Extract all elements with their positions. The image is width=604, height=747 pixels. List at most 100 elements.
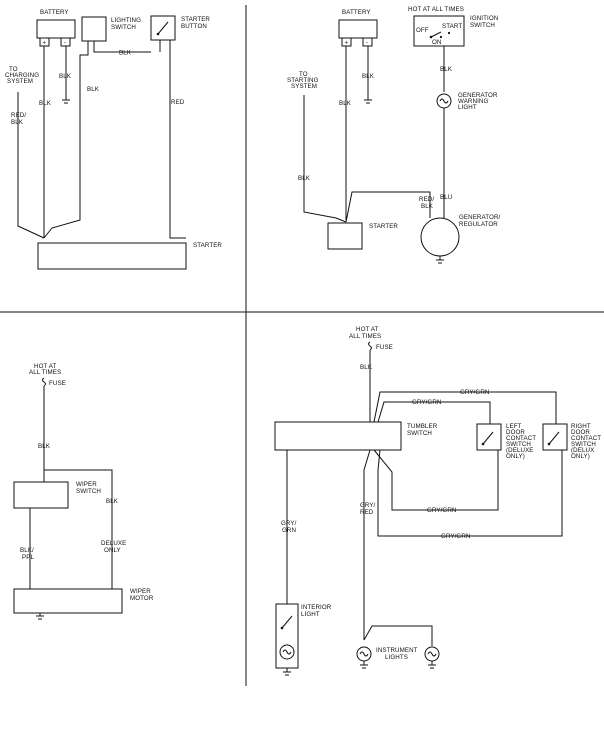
wire-label-blk-start: BLK <box>298 175 311 182</box>
wire-label-blk-wiper-feed: BLK <box>38 443 51 450</box>
lighting-switch-symbol <box>81 16 107 42</box>
lighting-switch-label-1: LIGHTING <box>111 17 141 24</box>
wiper-switch-label-1: WIPER <box>76 481 97 488</box>
tumbler-switch-label-2: SWITCH <box>407 430 432 437</box>
battery-symbol-2 <box>338 19 378 39</box>
right-door-label-3: CONTACT <box>571 435 601 442</box>
generator-label-2: REGULATOR <box>459 221 498 228</box>
wire-label-blk-1: BLK <box>119 50 132 57</box>
deluxe-only-label-1: DELUXE <box>101 540 126 547</box>
wire-wiper-blk <box>43 469 113 589</box>
warning-light-label-3: LIGHT <box>458 104 477 111</box>
ignition-switch-label-1: IGNITION <box>470 15 498 22</box>
wire-gry-grn-left-top <box>377 401 491 424</box>
hot-at-label-1: HOT AT <box>34 363 56 370</box>
wire-label-blk-2: BLK <box>59 73 72 80</box>
left-door-label-1: LEFT <box>506 423 522 430</box>
wire-lighting-to-button <box>93 41 151 53</box>
ignition-switch-symbol <box>413 15 465 47</box>
positive-sign-2: + <box>345 40 349 47</box>
ignition-pivot <box>429 35 433 39</box>
fuse-symbol-wiper <box>42 377 46 387</box>
wire-label-red-blk-1: RED/ <box>11 112 26 119</box>
hot-at-label-2: ALL TIMES <box>29 369 61 376</box>
wire-gry-grn-right-top <box>373 391 557 424</box>
wire-instrument-lights <box>363 625 433 646</box>
wire-label-gry-grn-1: GRY/GRN <box>460 389 489 396</box>
starter-button-pivot <box>156 32 160 36</box>
instrument-lamp-right-filament <box>427 651 437 657</box>
generator-label-1: GENERATOR/ <box>459 214 501 221</box>
charging-label-2: CHARGING <box>5 72 39 79</box>
hot-at-label-3: HOT AT <box>356 326 378 333</box>
battery-label-2: BATTERY <box>342 9 371 16</box>
warning-light-filament <box>439 98 449 104</box>
negative-sign-2: - <box>366 39 368 46</box>
wire-label-blk-3: BLK <box>39 100 52 107</box>
starter-button-label-2: BUTTON <box>181 23 207 30</box>
blk-ppl-label-1: BLK/ <box>20 547 34 554</box>
battery-symbol <box>36 19 76 39</box>
wire-charging-system <box>17 92 45 239</box>
warning-light-label-2: WARNING <box>458 98 488 105</box>
interior-light-symbol <box>275 603 299 669</box>
charging-label-3: SYSTEM <box>7 78 33 85</box>
wire-label-blk-ign: BLK <box>440 66 453 73</box>
right-door-switch-pivot <box>547 442 551 446</box>
starter-label-2: STARTER <box>369 223 398 230</box>
right-door-label-1: RIGHT <box>571 423 591 430</box>
right-door-switch-contact <box>548 431 560 445</box>
wiper-circuit: HOT AT ALL TIMES FUSE BLK WIPER SWITCH B… <box>13 363 154 620</box>
wire-label-gry-grn-2: GRY/GRN <box>412 399 441 406</box>
wire-label-red-blk-g2: BLK <box>421 203 434 210</box>
instrument-lights-label-2: LIGHTS <box>385 654 408 661</box>
left-door-label-6: ONLY) <box>506 453 525 460</box>
wire-to-starting-system <box>303 95 347 223</box>
wire-lighting-switch <box>43 41 89 239</box>
tumbler-switch-label-1: TUMBLER <box>407 423 438 430</box>
wiper-motor-label-2: MOTOR <box>130 595 154 602</box>
wire-gry-grn-right-bottom <box>377 449 563 537</box>
gry-grn-interior-label-2: GRN <box>282 527 296 534</box>
fuse-label-wiper: FUSE <box>49 380 66 387</box>
hot-at-label-4: ALL TIMES <box>349 333 381 340</box>
interior-lights-circuit: HOT AT ALL TIMES FUSE BLK TUMBLER SWITCH… <box>274 326 601 676</box>
left-door-switch-contact <box>482 431 494 445</box>
negative-sign: - <box>64 39 66 46</box>
wire-label-red: RED <box>171 99 185 106</box>
wire-red-blk-generator <box>345 191 431 223</box>
starting-label-3: SYSTEM <box>291 83 317 90</box>
left-door-label-3: CONTACT <box>506 435 536 442</box>
interior-light-label-2: LIGHT <box>301 611 320 618</box>
wire-label-gry-grn-3: GRY/GRN <box>427 507 456 514</box>
charging-label-1: TO <box>9 66 18 73</box>
right-door-label-6: ONLY) <box>571 453 590 460</box>
interior-lamp-filament <box>282 649 292 655</box>
gry-red-label-1: GRY/ <box>360 502 376 509</box>
instrument-lamp-left-filament <box>359 651 369 657</box>
deluxe-only-label-2: ONLY <box>104 547 121 554</box>
starting-label-2: STARTING <box>287 77 319 84</box>
ignition-on-label: ON <box>432 39 441 46</box>
ignition-contact-on <box>439 35 443 39</box>
ignition-off-label: OFF <box>416 27 429 34</box>
ignition-contact-start <box>447 31 451 35</box>
wire-label-blk-bat2-pos: BLK <box>339 100 352 107</box>
wiper-switch-symbol <box>13 481 69 509</box>
battery-label: BATTERY <box>40 9 69 16</box>
instrument-lights-label-1: INSTRUMENT <box>376 647 418 654</box>
blk-ppl-label-2: PPL <box>22 554 34 561</box>
lighting-switch-label-2: SWITCH <box>111 24 136 31</box>
ignition-start-label: START <box>442 23 462 30</box>
starter-motor-symbol <box>37 242 187 270</box>
fuse-symbol-tumbler <box>368 341 372 351</box>
ignition-switch-label-2: SWITCH <box>470 22 495 29</box>
left-door-switch-pivot <box>481 442 485 446</box>
wire-label-blu: BLU <box>440 194 452 201</box>
wire-label-red-blk-g1: RED/ <box>419 196 434 203</box>
interior-light-label-1: INTERIOR <box>301 604 332 611</box>
wiper-motor-label-1: WIPER <box>130 588 151 595</box>
wire-starter-button-red <box>169 40 186 239</box>
